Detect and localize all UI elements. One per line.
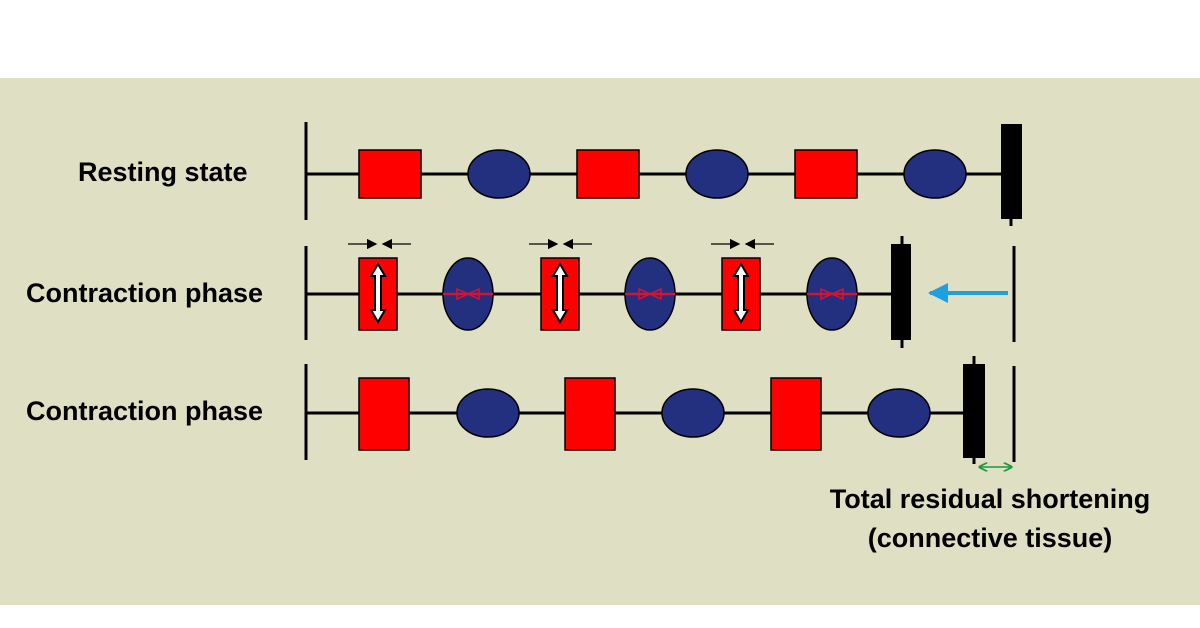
stretch-marker (456, 287, 480, 301)
vertical-expansion-arrow (369, 262, 387, 324)
row-label-contraction-2: Contraction phase (26, 396, 264, 426)
elastic-element (685, 149, 749, 199)
muscle-block (358, 377, 410, 451)
contracting-block (529, 238, 592, 331)
elastic-element (456, 388, 520, 438)
vertical-expansion-arrow (732, 262, 750, 324)
stretched-element (624, 257, 676, 331)
stretched-element (806, 257, 858, 331)
contraction-row-2 (304, 356, 1016, 467)
muscle-block (564, 377, 616, 451)
contraction-row-1 (304, 236, 1016, 348)
stretch-marker (638, 287, 662, 301)
caption-line-2: (connective tissue) (867, 523, 1113, 553)
muscle-block (358, 149, 422, 199)
row-label-contraction-1: Contraction phase (26, 278, 264, 308)
caption-line-1: Total residual shortening (829, 484, 1151, 514)
stretched-element (442, 257, 494, 331)
muscle-block (794, 149, 858, 199)
residual-shortening-caption: Total residual shortening (connective ti… (790, 484, 1190, 554)
stretch-marker (820, 287, 844, 301)
contracting-block (711, 238, 774, 331)
contracting-block (348, 238, 411, 331)
row-label-resting: Resting state (78, 157, 248, 187)
elastic-element (903, 149, 967, 199)
elastic-element (467, 149, 531, 199)
muscle-block (770, 377, 822, 451)
resting-row (304, 122, 1022, 226)
elastic-element (867, 388, 931, 438)
muscle-block (576, 149, 640, 199)
elastic-element (661, 388, 725, 438)
end-plate (1001, 124, 1022, 219)
vertical-expansion-arrow (551, 262, 569, 324)
